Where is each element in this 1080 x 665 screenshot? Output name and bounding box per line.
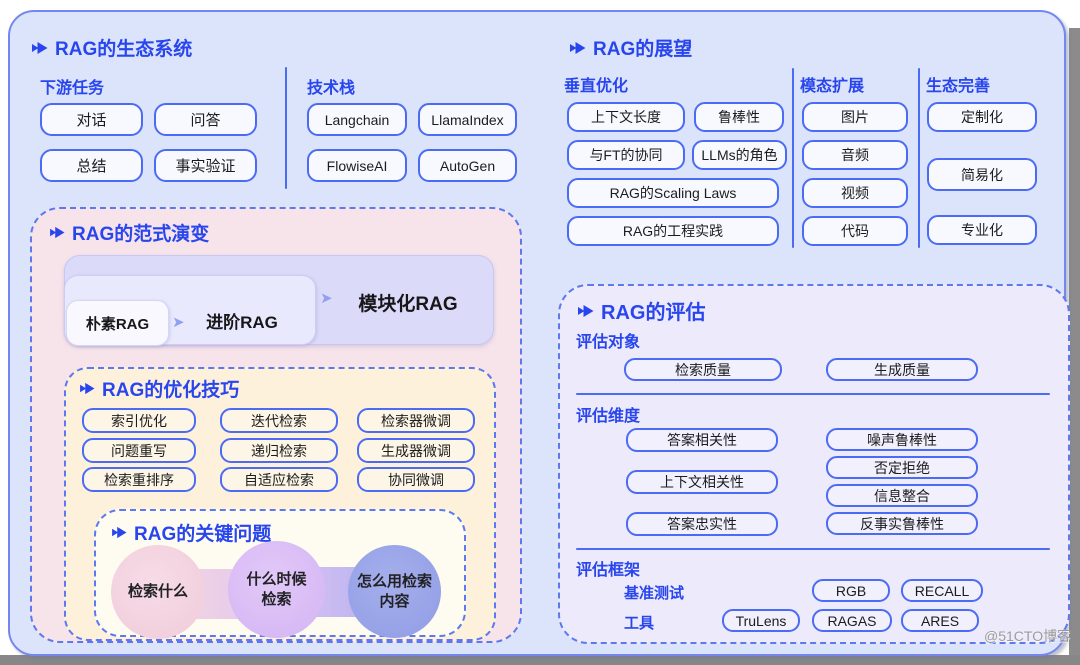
question-text: 内容	[379, 592, 410, 610]
modal-pill: 音频	[802, 140, 908, 170]
tool-pill: ARES	[901, 609, 979, 632]
dimension-pill: 信息整合	[826, 484, 978, 507]
arrow-right-icon: ➤	[172, 314, 185, 331]
tools-label: 工具	[624, 615, 655, 632]
vertical-pill: RAG的工程实践	[567, 216, 779, 246]
fast-forward-icon	[578, 304, 594, 317]
fast-forward-icon	[32, 41, 48, 54]
outlook-title: RAG的展望	[570, 34, 692, 61]
question-text: 什么时候	[246, 571, 307, 588]
modal-heading: 模态扩展	[800, 78, 865, 95]
dimension-pill: 噪声鲁棒性	[826, 428, 978, 451]
key-questions-title-text: RAG的关键问题	[134, 524, 272, 545]
optimization-title-text: RAG的优化技巧	[102, 380, 240, 401]
modal-pill: 图片	[802, 102, 908, 132]
vertical-heading: 垂直优化	[564, 78, 629, 95]
fast-forward-icon	[80, 382, 95, 395]
dimension-pill: 反事实鲁棒性	[826, 512, 978, 535]
optimization-pill: 自适应检索	[220, 467, 338, 492]
stage-advanced-label: 进阶RAG	[206, 313, 278, 332]
watermark: @51CTO博客	[984, 628, 1072, 644]
benchmark-label: 基准测试	[624, 585, 685, 602]
paradigm-section: RAG的范式演变 朴素RAG 进阶RAG 模块化RAG ➤ ➤ RAG的优化技巧…	[30, 207, 522, 643]
stack-heading: 技术栈	[307, 80, 356, 97]
paradigm-title-text: RAG的范式演变	[72, 224, 210, 245]
eco-heading: 生态完善	[926, 78, 991, 95]
vertical-pill: LLMs的角色	[692, 140, 787, 170]
evaluation-title: RAG的评估	[578, 296, 705, 325]
screenshot-edge-right	[1069, 28, 1080, 665]
question-text: 怎么用检索	[356, 573, 432, 590]
tool-pill: RAGAS	[812, 609, 892, 632]
main-panel: RAG的生态系统 下游任务 对话 问答 总结 事实验证 技术栈 Langchai…	[8, 10, 1070, 656]
outlook-divider-2	[918, 68, 920, 248]
ecosystem-title: RAG的生态系统	[32, 34, 192, 61]
target-pill: 检索质量	[624, 358, 782, 381]
key-questions-section: RAG的关键问题 检索什么 什么时候 检索 怎么用检索 内容	[94, 509, 466, 639]
stack-pill: AutoGen	[418, 149, 517, 182]
arrow-right-icon: ➤	[320, 290, 333, 307]
fast-forward-icon	[570, 41, 586, 54]
downstream-pill: 对话	[40, 103, 143, 136]
key-questions-title: RAG的关键问题	[112, 519, 271, 546]
optimization-pill: 生成器微调	[357, 438, 475, 463]
modal-pill: 代码	[802, 216, 908, 246]
question-circle-what: 检索什么	[111, 545, 205, 639]
optimization-pill: 迭代检索	[220, 408, 338, 433]
frameworks-heading: 评估框架	[576, 562, 641, 579]
eco-pill: 专业化	[927, 215, 1037, 245]
target-pill: 生成质量	[826, 358, 978, 381]
optimization-title: RAG的优化技巧	[80, 375, 239, 402]
dimension-pill: 上下文相关性	[626, 470, 778, 494]
outlook-divider-1	[792, 68, 794, 248]
question-text: 检索什么	[127, 583, 188, 601]
stage-modular-label: 模块化RAG	[358, 294, 458, 315]
benchmark-pill: RGB	[812, 579, 890, 602]
tool-pill: TruLens	[722, 609, 800, 632]
benchmark-pill: RECALL	[901, 579, 983, 602]
downstream-pill: 总结	[40, 149, 143, 182]
optimization-section: RAG的优化技巧 索引优化 问题重写 检索重排序 迭代检索 递归检索 自适应检索…	[64, 367, 496, 641]
evaluation-title-text: RAG的评估	[601, 302, 706, 324]
targets-heading: 评估对象	[576, 334, 641, 351]
optimization-pill: 问题重写	[82, 438, 196, 463]
vertical-pill: 鲁棒性	[694, 102, 784, 132]
optimization-pill: 协同微调	[357, 467, 475, 492]
vertical-pill: 与FT的协同	[567, 140, 685, 170]
question-circle-when: 什么时候 检索	[228, 541, 325, 638]
stack-pill: Langchain	[307, 103, 407, 136]
evaluation-section: RAG的评估 评估对象 检索质量 生成质量 评估维度 答案相关性 上下文相关性 …	[558, 284, 1070, 644]
dimension-pill: 答案忠实性	[626, 512, 778, 536]
evaluation-divider-1	[576, 393, 1050, 395]
downstream-pill: 事实验证	[154, 149, 257, 182]
ecosystem-title-text: RAG的生态系统	[55, 39, 193, 60]
vertical-pill: 上下文长度	[567, 102, 685, 132]
question-circle-how: 怎么用检索 内容	[348, 545, 441, 638]
modal-pill: 视频	[802, 178, 908, 208]
screenshot-edge-bottom	[0, 655, 1080, 665]
outlook-title-text: RAG的展望	[593, 39, 693, 60]
downstream-heading: 下游任务	[40, 80, 105, 97]
stack-pill: FlowiseAI	[307, 149, 407, 182]
dimensions-heading: 评估维度	[576, 408, 641, 425]
optimization-pill: 递归检索	[220, 438, 338, 463]
fast-forward-icon	[112, 526, 127, 539]
optimization-pill: 检索器微调	[357, 408, 475, 433]
eco-pill: 定制化	[927, 102, 1037, 132]
stack-pill: LlamaIndex	[418, 103, 517, 136]
question-text: 检索	[261, 590, 292, 608]
downstream-pill: 问答	[154, 103, 257, 136]
eco-pill: 简易化	[927, 158, 1037, 191]
stage-naive-box: 朴素RAG	[66, 300, 169, 346]
optimization-pill: 索引优化	[82, 408, 196, 433]
evaluation-divider-2	[576, 548, 1050, 550]
dimension-pill: 否定拒绝	[826, 456, 978, 479]
fast-forward-icon	[50, 226, 65, 239]
dimension-pill: 答案相关性	[626, 428, 778, 452]
paradigm-title: RAG的范式演变	[50, 219, 209, 246]
vertical-pill: RAG的Scaling Laws	[567, 178, 779, 208]
optimization-pill: 检索重排序	[82, 467, 196, 492]
ecosystem-divider	[285, 67, 287, 189]
